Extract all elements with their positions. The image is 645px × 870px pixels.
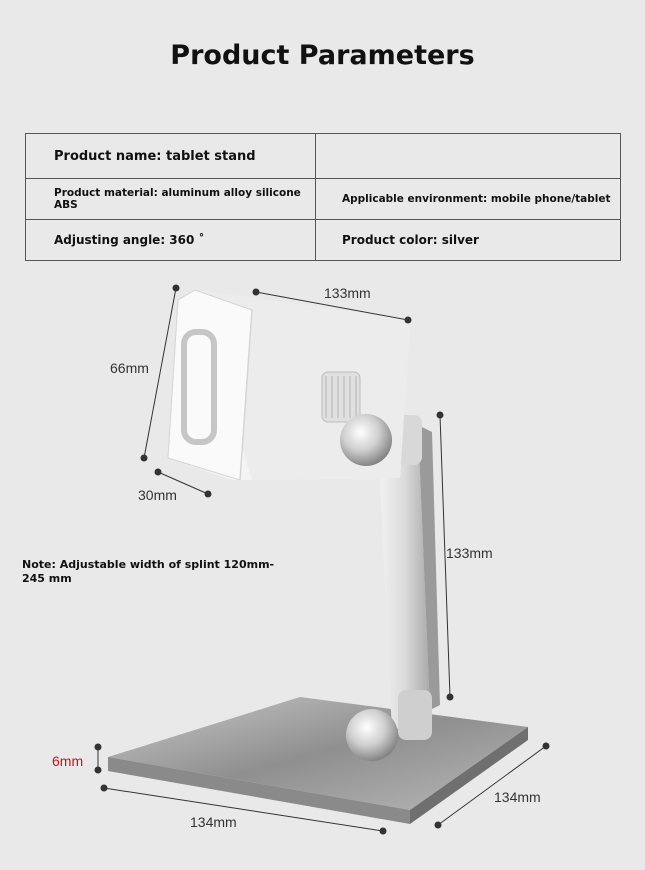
arm-height-label: 133mm: [446, 545, 493, 561]
page-title: Product Parameters: [170, 40, 475, 71]
lower-hinge-knob: [346, 709, 398, 761]
clamp-width-label: 133mm: [324, 285, 371, 301]
base-depth-label: 134mm: [494, 789, 541, 805]
base-thickness-label: 6mm: [52, 753, 84, 769]
product-name: Product name: tablet stand: [25, 133, 316, 179]
dimension-lines: [94, 284, 550, 835]
clamp-height-label: 66mm: [110, 360, 149, 376]
stand-arm: [378, 415, 440, 740]
adjusting-angle: Adjusting angle: 360 ˚: [25, 219, 316, 261]
upper-hinge-knob: [340, 414, 392, 466]
splint-width-note: Note: Adjustable width of splint 120mm-2…: [22, 558, 275, 585]
clamp-depth-label: 30mm: [138, 487, 177, 503]
parameters-table: Product name: tablet stand Product mater…: [25, 133, 621, 261]
base-width-label: 134mm: [190, 814, 237, 830]
product-color: Product color: silver: [315, 219, 621, 261]
